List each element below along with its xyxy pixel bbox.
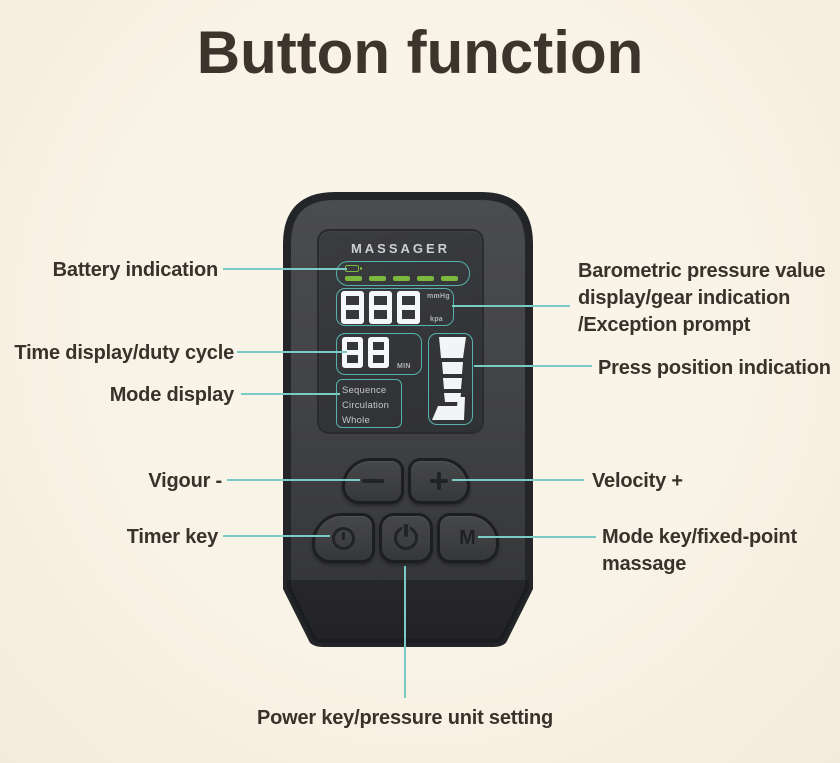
label-mode-key-line2: massage (602, 553, 687, 575)
mode-list: Sequence Circulation Whole (342, 383, 400, 428)
connector-power (404, 566, 406, 698)
mode-display-box (336, 379, 402, 428)
label-mode-display: Mode display (109, 384, 234, 406)
label-barometric-line2: display/gear indication (578, 287, 791, 309)
label-battery: Battery indication (52, 259, 219, 281)
battery-icon (345, 265, 362, 272)
plus-icon (429, 471, 449, 491)
battery-bars (345, 276, 458, 281)
seven-segment-digit (397, 291, 420, 324)
label-power-key: Power key/pressure unit setting (256, 707, 554, 729)
seven-segment-digit (368, 337, 389, 368)
power-button (379, 513, 433, 563)
label-barometric-line3: /Exception prompt (578, 314, 751, 336)
connector-press-position (474, 365, 592, 367)
pressure-digits (341, 291, 420, 324)
label-barometric-line1: Barometric pressure value (578, 260, 826, 282)
page-title: Button function (196, 19, 644, 86)
time-digits (342, 337, 389, 368)
velocity-plus-button (408, 458, 470, 504)
label-timer-key: Timer key (126, 526, 218, 548)
press-position-box (428, 333, 473, 425)
connector-vigour (227, 479, 360, 481)
label-press-position: Press position indication (598, 357, 831, 379)
connector-velocity (452, 479, 584, 481)
label-barometric: Barometric pressure value display/gear i… (578, 258, 826, 339)
connector-mode-display (241, 393, 340, 395)
connector-barometric (452, 305, 570, 307)
label-time: Time display/duty cycle (14, 342, 234, 364)
pressure-display-box (336, 288, 454, 326)
seven-segment-digit (369, 291, 392, 324)
mode-item-sequence: Sequence (342, 385, 387, 396)
battery-indicator-box (336, 261, 470, 286)
vigour-minus-button (342, 458, 404, 504)
label-velocity: Velocity + (592, 470, 683, 492)
mode-button-letter: M (459, 526, 477, 549)
mode-item-circulation: Circulation (342, 400, 390, 411)
brand-text: MASSAGER (350, 241, 451, 256)
pressure-unit-kpa: kpa (430, 316, 443, 323)
clock-icon (332, 526, 355, 550)
connector-battery (223, 268, 347, 270)
seven-segment-digit (341, 291, 364, 324)
leg-press-icon (432, 337, 466, 420)
timer-button (312, 513, 375, 563)
connector-mode-key (478, 536, 596, 538)
minus-icon (362, 478, 384, 484)
mode-item-whole: Whole (342, 415, 370, 426)
time-unit-min: MIN (397, 363, 411, 370)
time-display-box (336, 333, 422, 375)
battery-bar (369, 276, 386, 281)
label-vigour: Vigour - (148, 470, 222, 492)
pressure-unit-mmhg: mmHg (427, 293, 450, 300)
label-mode-key-line1: Mode key/fixed-point (602, 526, 797, 548)
battery-bar (393, 276, 410, 281)
power-icon (394, 524, 418, 550)
connector-time (237, 351, 347, 353)
connector-timer (223, 535, 330, 537)
battery-bar (345, 276, 362, 281)
battery-bar (441, 276, 458, 281)
label-mode-key: Mode key/fixed-point massage (602, 524, 797, 578)
mode-button: M (437, 513, 499, 563)
battery-bar (417, 276, 434, 281)
